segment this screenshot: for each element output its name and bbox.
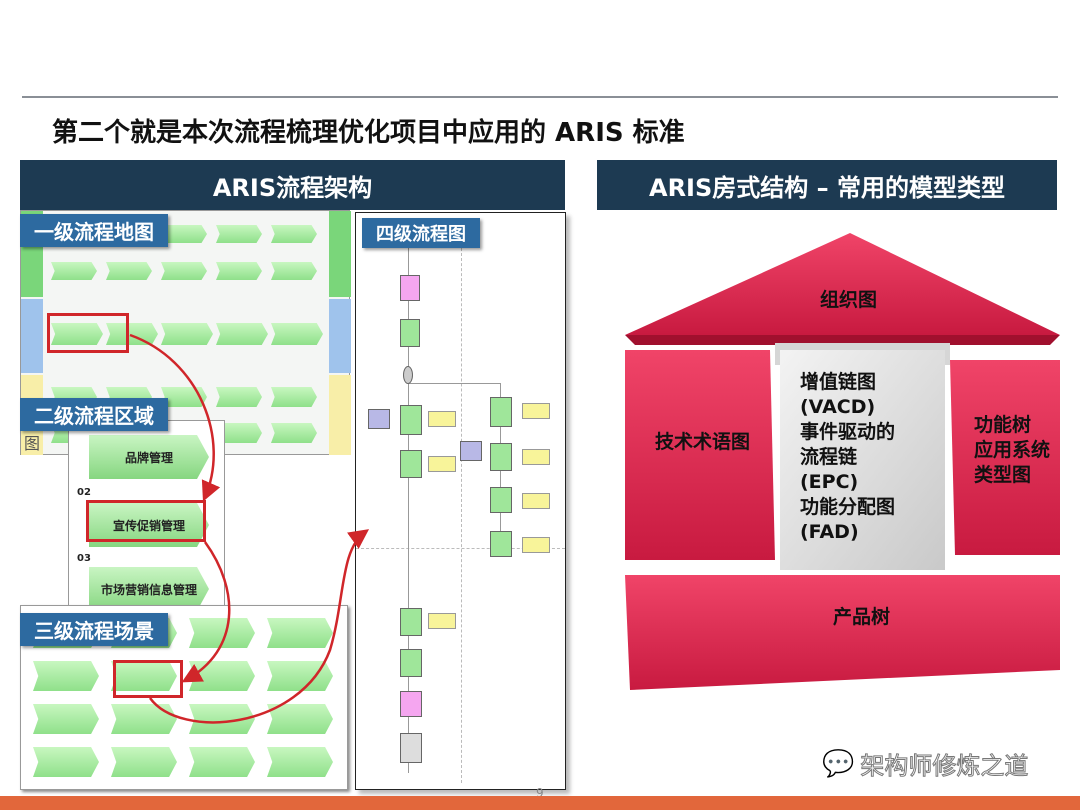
level2-num: 03	[77, 553, 91, 564]
process-chevron	[33, 704, 99, 734]
base-label: 产品树	[833, 606, 891, 628]
function-node	[400, 319, 420, 347]
event-node	[400, 275, 420, 301]
process-chevron	[271, 225, 317, 243]
process-chevron	[161, 225, 207, 243]
left-section-header: ARIS流程架构	[20, 160, 565, 210]
roof-block	[625, 233, 1060, 335]
info-node	[428, 613, 456, 629]
page-number: 9	[536, 786, 544, 800]
process-chevron	[216, 423, 262, 443]
function-node	[490, 531, 512, 557]
process-chevron	[271, 387, 317, 407]
info-node	[522, 537, 550, 553]
process-chevron	[51, 262, 97, 280]
event-node	[400, 691, 422, 717]
level2-num: 02	[77, 487, 91, 498]
level4-tag: 四级流程图	[362, 218, 480, 248]
process-chevron	[216, 262, 262, 280]
left-block-label: 技术术语图	[655, 431, 751, 453]
arrow-l1-to-l2	[129, 333, 221, 502]
function-node	[400, 405, 422, 435]
level2-item: 市场营销信息管理	[89, 567, 209, 611]
process-chevron	[161, 262, 207, 280]
process-chevron	[216, 225, 262, 243]
flow-arrows	[129, 333, 370, 724]
roof-label: 组织图	[820, 289, 878, 311]
level2-item: 品牌管理	[89, 435, 209, 479]
process-chevron	[271, 423, 317, 443]
process-chevron	[161, 387, 207, 407]
info-node	[522, 493, 550, 509]
footer-bar	[0, 796, 1080, 810]
highlight-level3	[113, 660, 183, 698]
highlight-level2	[86, 500, 206, 542]
process-chevron	[51, 323, 103, 345]
process-chevron	[216, 323, 268, 345]
level4-process-diagram	[355, 212, 566, 790]
base-block	[625, 575, 1060, 690]
process-chevron	[111, 661, 177, 691]
process-chevron	[267, 704, 333, 734]
function-node	[490, 397, 512, 427]
info-node	[428, 411, 456, 427]
right-block-label: 功能树应用系统类型图	[974, 414, 1051, 486]
process-chevron	[161, 323, 213, 345]
function-node	[400, 649, 422, 677]
process-chevron	[189, 747, 255, 777]
arrow-l2-to-l3	[181, 541, 231, 683]
process-chevron	[111, 704, 177, 734]
level2-process-area: 品牌管理 02 宣传促销管理 03 市场营销信息管理	[68, 420, 225, 615]
process-chevron	[267, 747, 333, 777]
lane-management-right	[329, 211, 351, 297]
info-node	[428, 456, 456, 472]
process-chevron	[267, 618, 333, 648]
level1-glyph: 图	[24, 434, 41, 453]
process-chevron	[271, 323, 323, 345]
arrow-l3-to-l4	[148, 529, 370, 724]
right-section-header: ARIS房式结构 – 常用的模型类型	[597, 160, 1057, 210]
watermark: 💬 架构师修炼之道	[822, 746, 1029, 781]
process-chevron	[111, 747, 177, 777]
watermark-text: 架构师修炼之道	[860, 752, 1029, 781]
highlight-level1	[47, 313, 129, 353]
function-node	[400, 608, 422, 636]
function-node	[490, 487, 512, 513]
lane-support-right	[329, 375, 351, 455]
process-chevron	[216, 387, 262, 407]
connector-node	[403, 366, 413, 384]
info-node	[522, 449, 550, 465]
level3-tag: 三级流程场景	[20, 613, 168, 646]
document-node	[460, 441, 482, 461]
end-node	[400, 733, 422, 763]
slide-title: 第二个就是本次流程梳理优化项目中应用的 ARIS 标准	[52, 118, 685, 148]
wechat-icon: 💬	[822, 748, 855, 779]
process-chevron	[106, 262, 152, 280]
center-block	[780, 350, 945, 570]
function-node	[490, 443, 512, 471]
process-chevron	[271, 262, 317, 280]
function-node	[400, 450, 422, 478]
right-block	[950, 360, 1060, 555]
left-block	[625, 350, 775, 560]
lane-core	[21, 299, 43, 373]
level2-tag: 二级流程区域	[20, 398, 168, 431]
process-chevron	[106, 323, 158, 345]
center-block-label: 增值链图(VACD)事件驱动的流程链(EPC)功能分配图(FAD)	[800, 371, 896, 543]
aris-house-diagram	[625, 233, 1060, 690]
document-node	[368, 409, 390, 429]
info-node	[522, 403, 550, 419]
process-chevron	[33, 661, 99, 691]
level1-tag: 一级流程地图	[20, 214, 168, 247]
top-divider	[22, 96, 1058, 98]
lane-core-right	[329, 299, 351, 373]
process-chevron	[33, 747, 99, 777]
